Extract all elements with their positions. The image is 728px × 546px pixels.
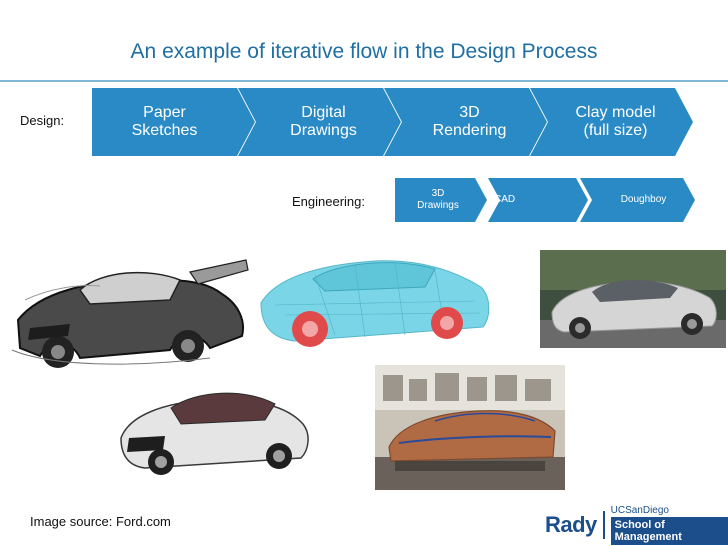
logo-university: UCSanDiego — [610, 505, 669, 516]
paper-sketch-image — [10, 240, 260, 372]
logo-divider — [602, 511, 605, 539]
chevron-paper-sketches: Paper Sketches — [92, 88, 255, 156]
logo-text-group: UCSanDiego School of Management — [610, 505, 728, 545]
chevron-3d-rendering: 3D Rendering — [384, 88, 547, 156]
chevron-shape — [238, 88, 401, 156]
chevron-cad: CAD — [488, 178, 588, 222]
logo-rady-text: Rady — [545, 512, 597, 537]
chevron-label: Doughboy — [620, 194, 667, 205]
chevron-label: Paper Sketches — [131, 104, 198, 139]
image-source-note: Image source: Ford.com — [30, 514, 171, 529]
chevron-shape — [384, 88, 547, 156]
digital-drawing-image — [115, 378, 315, 478]
slide-title: An example of iterative flow in the Desi… — [130, 40, 598, 63]
chevron-doughboy: Doughboy — [580, 178, 695, 222]
chevron-label: Digital Drawings — [290, 104, 357, 139]
clay-model-image — [540, 250, 726, 348]
chevron-label: 3D Drawings — [417, 188, 459, 211]
rady-logo: Rady UCSanDiego School of Management — [545, 505, 728, 545]
engineering-row-label: Engineering: — [292, 194, 365, 209]
chevron-shape — [92, 88, 255, 156]
design-row-label: Design: — [20, 113, 65, 128]
chevron-clay-model: Clay model (full size) — [530, 88, 693, 156]
chevron-label: 3D Rendering — [432, 104, 507, 139]
chevron-digital-drawings: Digital Drawings — [238, 88, 401, 156]
chevron-shape — [395, 178, 487, 222]
logo-school: School of Management — [610, 517, 728, 545]
chevron-shape — [580, 178, 695, 222]
chevron-3d-drawings: 3D Drawings — [395, 178, 487, 222]
chevron-shape — [488, 178, 588, 222]
chevron-shape — [530, 88, 693, 156]
chevron-label: Clay model (full size) — [575, 104, 656, 139]
3d-render-image — [255, 245, 495, 355]
clay-studio-image — [375, 365, 565, 490]
chevron-label: CAD — [494, 194, 516, 205]
title-divider — [0, 80, 728, 82]
